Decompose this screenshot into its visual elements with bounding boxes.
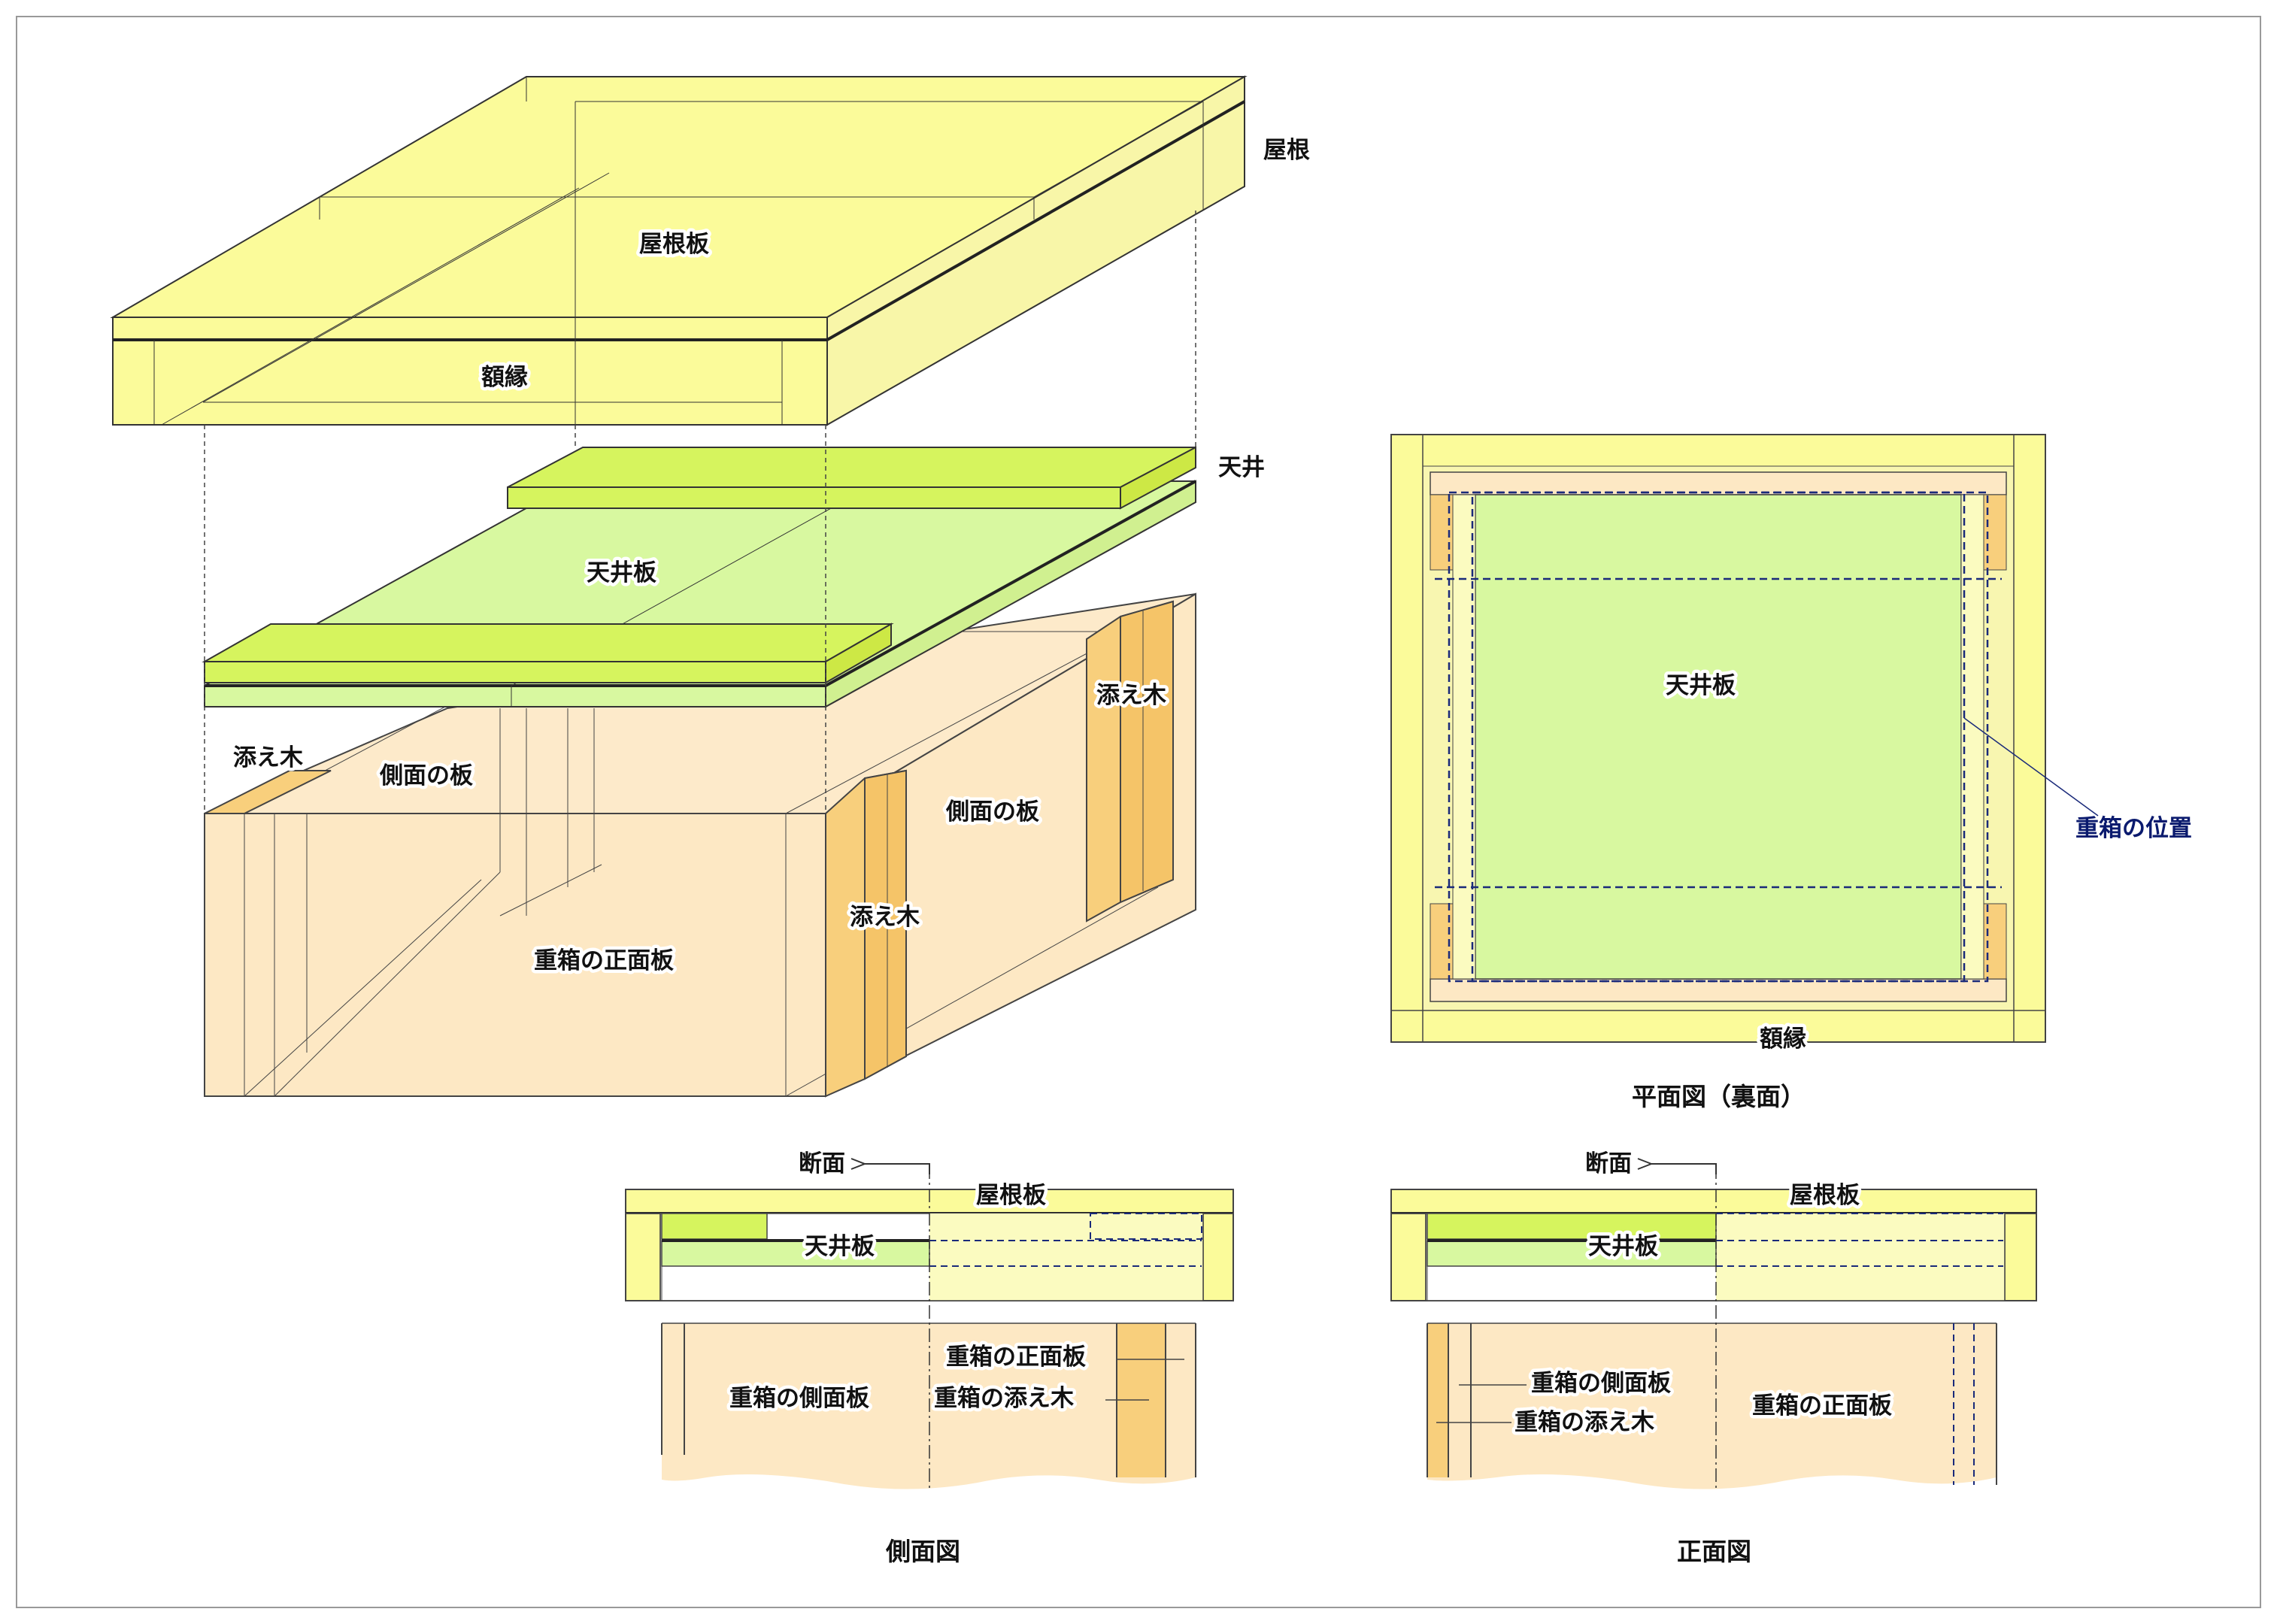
label-roof-board: 屋根板: [639, 231, 709, 258]
ceiling-front-bar: [202, 623, 894, 662]
side-title: 側面図: [885, 1537, 960, 1566]
front-box-body: [1427, 1323, 1997, 1489]
side-label-section: 断面: [799, 1150, 845, 1177]
label-frame: 額縁: [481, 364, 528, 391]
front-label-ceiling-board: 天井板: [1588, 1233, 1658, 1260]
plan-box-position: [1435, 491, 2002, 983]
page-border: [16, 16, 2261, 1608]
box-assembly: [204, 592, 1196, 1098]
plan-label-ceiling-board: 天井板: [1666, 672, 1736, 699]
front-title: 正面図: [1677, 1537, 1751, 1566]
front-view: [1390, 1164, 2037, 1489]
plan-view: [1390, 434, 2099, 1043]
side-label-ceiling-board: 天井板: [805, 1233, 875, 1260]
alignment-lines: [204, 211, 1196, 814]
side-label-box-front: 重箱の正面板: [946, 1344, 1086, 1371]
box-left-spacer: [204, 770, 332, 814]
label-ceiling-board: 天井板: [587, 559, 656, 586]
front-label-roof-board: 屋根板: [1790, 1182, 1860, 1209]
roof-front: [112, 317, 828, 426]
plan-label-frame: 額縁: [1760, 1026, 1806, 1053]
plan-ceiling-board: [1475, 494, 1962, 980]
front-label-section: 断面: [1585, 1150, 1632, 1177]
plan-label-box-position: 重箱の位置: [2075, 815, 2192, 842]
side-label-roof-board: 屋根板: [976, 1182, 1046, 1209]
label-ceiling: 天井: [1218, 454, 1265, 481]
label-spacer-front: 添え木: [850, 904, 920, 931]
label-spacer-left: 添え木: [233, 744, 303, 771]
label-roof: 屋根: [1263, 137, 1310, 164]
label-front-board: 重箱の正面板: [534, 947, 674, 974]
ceiling-assembly: [202, 446, 1196, 708]
side-view: [625, 1164, 1234, 1489]
side-label-box-side: 重箱の側面板: [729, 1385, 869, 1412]
side-label-box-spacer: 重箱の添え木: [934, 1385, 1074, 1412]
label-side-board-left: 側面の板: [379, 762, 473, 789]
front-label-box-spacer: 重箱の添え木: [1514, 1409, 1654, 1436]
side-box-body: [662, 1323, 1196, 1489]
roof-assembly: [110, 75, 1248, 426]
front-label-box-front: 重箱の正面板: [1752, 1392, 1892, 1419]
label-side-board-right: 側面の板: [945, 798, 1039, 826]
front-label-box-side: 重箱の側面板: [1531, 1370, 1671, 1397]
plan-title: 平面図（裏面）: [1632, 1082, 1806, 1111]
box-front-face: [204, 813, 826, 1097]
label-spacer-right: 添え木: [1096, 682, 1166, 709]
ceiling-back-bar: [507, 447, 1196, 488]
